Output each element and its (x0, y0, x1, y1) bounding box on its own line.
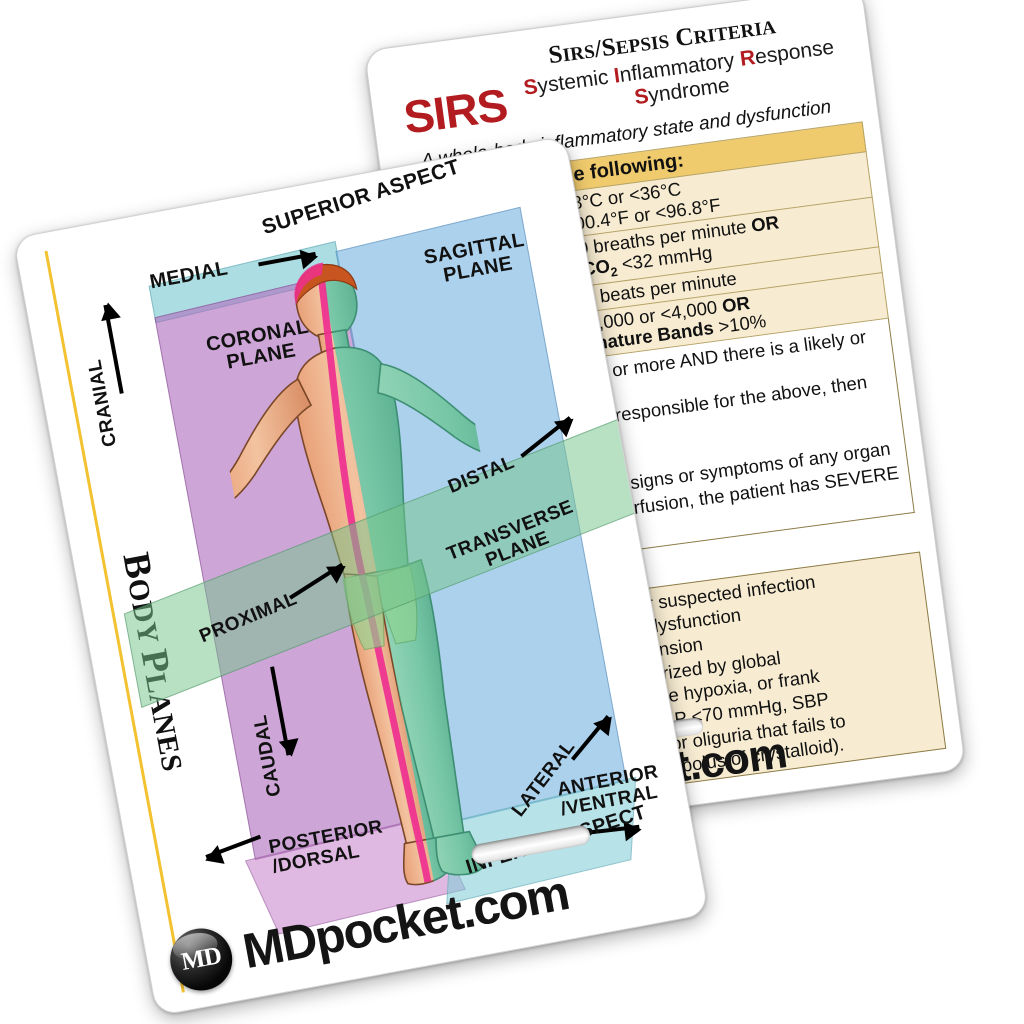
md-logo-text: MD (179, 942, 224, 976)
md-logo-icon: MD (165, 923, 238, 996)
title-irs: IRS (561, 41, 597, 67)
figure-hair-highlight (294, 262, 324, 305)
sirs-acronym-badge: SIRS (400, 78, 510, 144)
title-epsis: EPSIS (614, 31, 671, 60)
body-planes-diagram: CORONAL PLANE SAGITTAL PLANE TRANSVERSE … (72, 175, 691, 954)
brand-text-front: MDpocket.com (238, 866, 573, 980)
expansion-ystemic: ystemic (536, 64, 616, 98)
expansion-esponse: esponse (753, 35, 836, 69)
